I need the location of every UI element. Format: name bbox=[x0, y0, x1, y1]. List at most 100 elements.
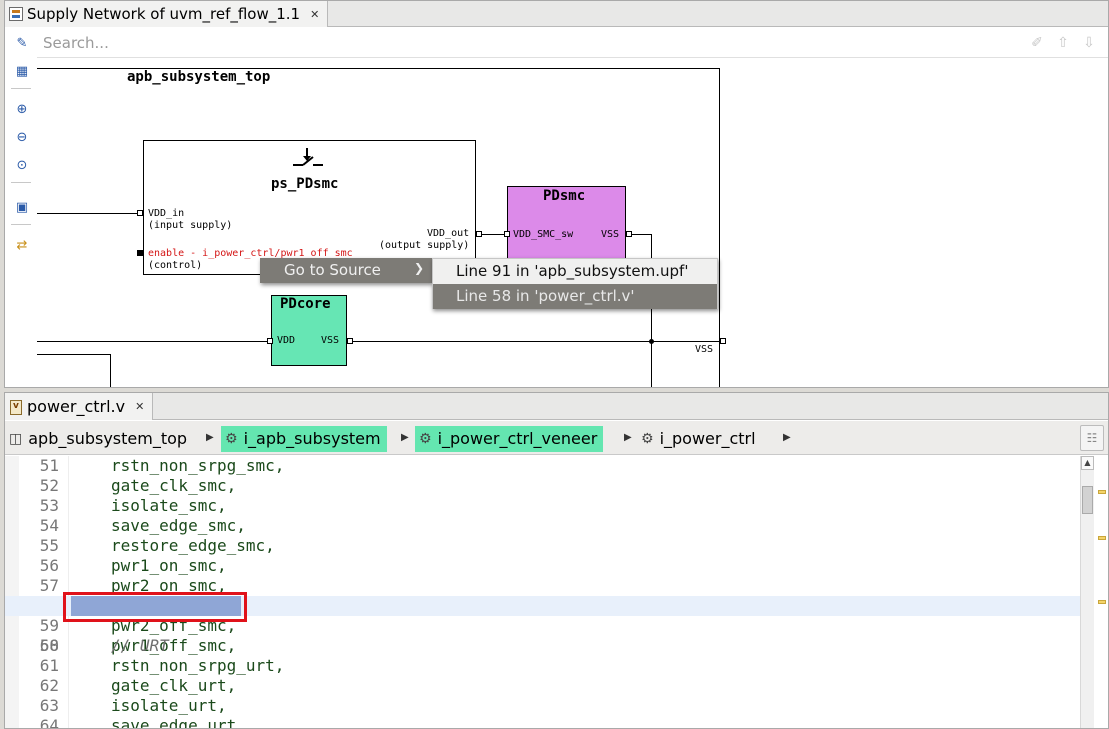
supply-network-icon bbox=[9, 7, 23, 21]
menu-item-go-to-source[interactable]: Go to Source bbox=[284, 261, 381, 279]
tab-title: power_ctrl.v bbox=[27, 397, 125, 416]
go-to-source-submenu: Line 91 in 'apb_subsystem.upf' Line 58 i… bbox=[432, 258, 718, 309]
overview-ruler bbox=[1094, 456, 1108, 728]
vss-bus-wire bbox=[353, 341, 723, 342]
sync-icon[interactable]: ⇄ bbox=[13, 236, 31, 254]
code-line[interactable]: 63isolate_urt, bbox=[5, 696, 1080, 716]
code-editor: power_ctrl.v ✕ ◫ apb_subsystem_top ▶ ⚙ i… bbox=[4, 392, 1109, 729]
breadcrumb-label: i_apb_subsystem bbox=[244, 426, 381, 452]
toolbar-divider bbox=[11, 88, 31, 89]
scroll-thumb[interactable] bbox=[1082, 486, 1093, 514]
code-line[interactable]: 61rstn_non_srpg_urt, bbox=[5, 656, 1080, 676]
breadcrumb-item[interactable]: ⚙ i_apb_subsystem bbox=[221, 426, 387, 452]
diagram-canvas[interactable]: apb_subsystem_top ps_PDsmc VDD_in (input… bbox=[37, 59, 1108, 387]
code-line[interactable]: 55restore_edge_smc, bbox=[5, 536, 1080, 556]
zoom-fit-icon[interactable]: ⊙ bbox=[13, 156, 31, 174]
pdsmc-vdd-port[interactable] bbox=[504, 231, 510, 237]
overview-mark[interactable] bbox=[1098, 600, 1106, 604]
instance-icon: ⚙ bbox=[419, 426, 432, 452]
vdd-out-desc: (output supply) bbox=[379, 240, 469, 252]
layout-icon[interactable]: ▦ bbox=[13, 62, 31, 80]
module-icon: ◫ bbox=[9, 426, 22, 452]
breadcrumb-item[interactable]: ⚙ i_power_ctrl_veneer bbox=[415, 426, 603, 452]
code-line[interactable]: 62gate_clk_urt, bbox=[5, 676, 1080, 696]
tab-supply-network[interactable]: Supply Network of uvm_ref_flow_1.1 ✕ bbox=[5, 1, 328, 27]
context-menu: Go to Source ❯ bbox=[260, 258, 432, 283]
zoom-out-icon[interactable]: ⊖ bbox=[13, 128, 31, 146]
code-line[interactable]: 54save_edge_smc, bbox=[5, 516, 1080, 536]
breadcrumb-label: i_power_ctrl_veneer bbox=[438, 426, 598, 452]
submenu-arrow-icon: ❯ bbox=[414, 261, 424, 275]
save-icon[interactable]: ▣ bbox=[13, 198, 31, 216]
scroll-up-icon[interactable]: ▲ bbox=[1081, 456, 1094, 470]
code-line[interactable]: 56pwr1_on_smc, bbox=[5, 556, 1080, 576]
overview-mark[interactable] bbox=[1098, 490, 1106, 494]
pdsmc-vss-wire bbox=[632, 234, 652, 235]
code-line[interactable]: 51rstn_non_srpg_smc, bbox=[5, 456, 1080, 476]
pdcore-vdd-wire bbox=[37, 341, 268, 342]
lower-wire bbox=[37, 354, 110, 355]
power-switch-title: ps_PDsmc bbox=[271, 176, 338, 192]
vss-vertical-wire bbox=[651, 234, 652, 387]
instance-icon: ⚙ bbox=[641, 426, 654, 452]
supply-network-view: Supply Network of uvm_ref_flow_1.1 ✕ ✎ ▦… bbox=[4, 0, 1109, 388]
close-icon[interactable]: ✕ bbox=[310, 8, 319, 21]
menu-item-upf-line[interactable]: Line 91 in 'apb_subsystem.upf' bbox=[433, 259, 717, 284]
verilog-file-icon bbox=[9, 399, 23, 415]
control-desc: (control) bbox=[148, 260, 202, 272]
vdd-in-wire bbox=[37, 213, 138, 214]
top-vss-port[interactable] bbox=[720, 338, 726, 344]
diagram-toolbar: ✎ ▦ ⊕ ⊖ ⊙ ▣ ⇄ bbox=[5, 28, 37, 387]
breadcrumb: ◫ apb_subsystem_top ▶ ⚙ i_apb_subsystem … bbox=[5, 421, 1108, 455]
selection-callout-box bbox=[63, 592, 247, 622]
breadcrumb-arrow-icon[interactable]: ▶ bbox=[401, 432, 409, 443]
tab-title: Supply Network of uvm_ref_flow_1.1 bbox=[27, 5, 300, 23]
search-next-icon[interactable]: ⇩ bbox=[1080, 34, 1098, 52]
outline-toggle-button[interactable]: ☷ bbox=[1080, 425, 1104, 451]
breadcrumb-arrow-icon[interactable]: ▶ bbox=[783, 432, 791, 443]
pdcore-vss-label: VSS bbox=[321, 335, 339, 347]
pdsmc-title: PDsmc bbox=[543, 188, 585, 204]
vdd-out-wire bbox=[482, 234, 504, 235]
zoom-in-icon[interactable]: ⊕ bbox=[13, 100, 31, 118]
breadcrumb-label: i_power_ctrl bbox=[660, 426, 756, 452]
breadcrumb-arrow-icon[interactable]: ▶ bbox=[624, 432, 632, 443]
top-vss-label: VSS bbox=[695, 344, 713, 356]
toolbar-divider bbox=[11, 224, 31, 225]
lower-wire-drop bbox=[110, 354, 111, 387]
control-port[interactable] bbox=[137, 250, 143, 256]
editor-tab-bar: power_ctrl.v ✕ bbox=[5, 393, 1108, 420]
vdd-out-label: VDD_out bbox=[427, 228, 469, 240]
code-line[interactable]: 53isolate_smc, bbox=[5, 496, 1080, 516]
top-block-title: apb_subsystem_top bbox=[127, 69, 270, 85]
tab-power-ctrl[interactable]: power_ctrl.v ✕ bbox=[5, 393, 153, 420]
code-area[interactable]: 51rstn_non_srpg_smc, 52gate_clk_smc, 53i… bbox=[5, 456, 1108, 728]
export-icon[interactable]: ✎ bbox=[13, 34, 31, 52]
clear-search-icon[interactable]: ✐ bbox=[1028, 34, 1046, 52]
pdcore-title: PDcore bbox=[280, 296, 331, 312]
pdcore-vdd-label: VDD bbox=[277, 335, 295, 347]
close-icon[interactable]: ✕ bbox=[135, 400, 144, 413]
breadcrumb-arrow-icon[interactable]: ▶ bbox=[206, 432, 214, 443]
vertical-scrollbar[interactable]: ▲ bbox=[1080, 456, 1094, 728]
vdd-in-port[interactable] bbox=[137, 210, 143, 216]
vss-junction bbox=[649, 339, 654, 344]
code-line[interactable]: 60// URT bbox=[5, 636, 1080, 656]
pdsmc-vss-label: VSS bbox=[601, 229, 619, 241]
switch-icon bbox=[287, 147, 327, 169]
pdsmc-vdd-label: VDD_SMC_sw bbox=[513, 229, 573, 241]
overview-mark[interactable] bbox=[1098, 536, 1106, 540]
search-row: ✐ ⇧ ⇩ bbox=[37, 28, 1108, 58]
view-tab-bar: Supply Network of uvm_ref_flow_1.1 ✕ bbox=[5, 1, 1108, 27]
search-input[interactable] bbox=[41, 31, 1001, 55]
pdcore-vdd-port[interactable] bbox=[267, 338, 273, 344]
breadcrumb-item[interactable]: ◫ apb_subsystem_top bbox=[5, 426, 193, 452]
code-line[interactable]: 64save_edge_urt, bbox=[5, 716, 1080, 728]
breadcrumb-item[interactable]: ⚙ i_power_ctrl bbox=[637, 426, 762, 452]
code-line[interactable]: 52gate_clk_smc, bbox=[5, 476, 1080, 496]
menu-item-verilog-line[interactable]: Line 58 in 'power_ctrl.v' bbox=[433, 284, 717, 309]
breadcrumb-label: apb_subsystem_top bbox=[28, 426, 187, 452]
toolbar-divider bbox=[11, 182, 31, 183]
search-prev-icon[interactable]: ⇧ bbox=[1054, 34, 1072, 52]
vdd-in-desc: (input supply) bbox=[148, 220, 232, 232]
